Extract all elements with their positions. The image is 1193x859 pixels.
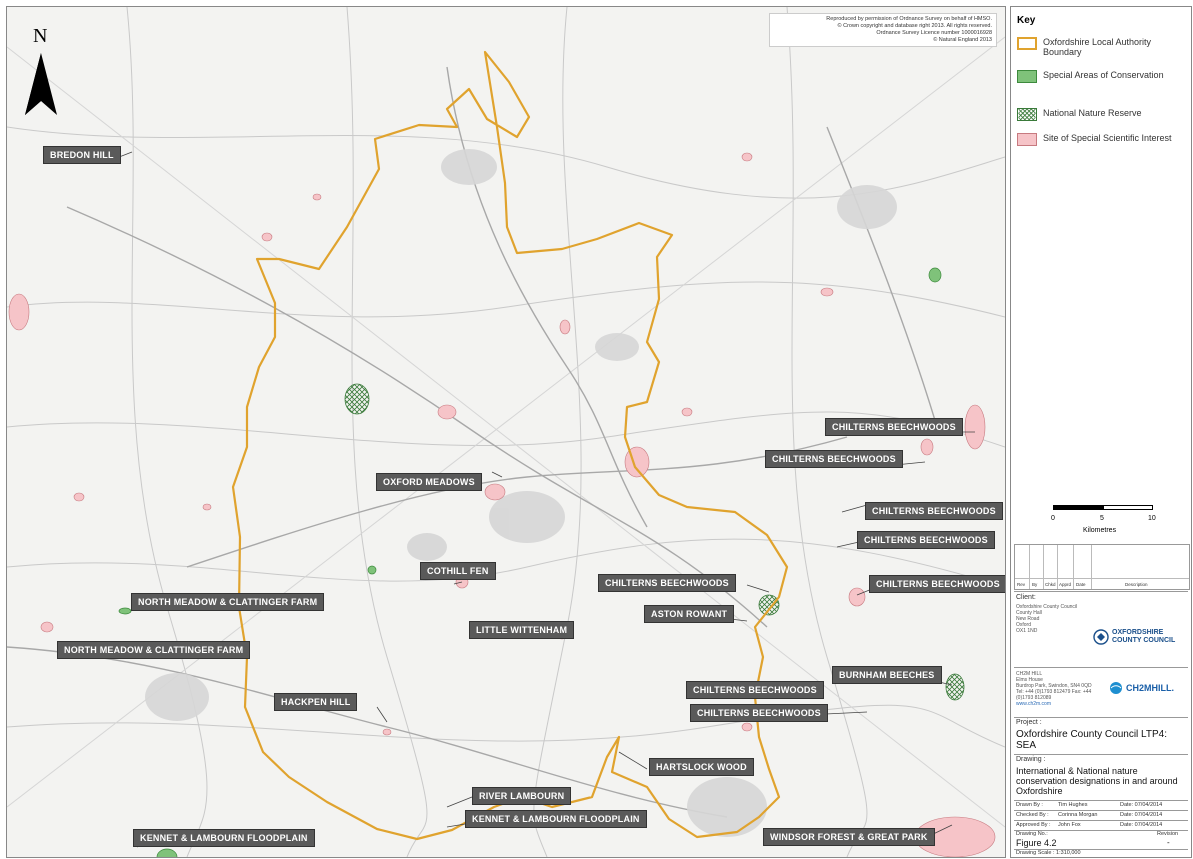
consultant-address: CH2M HILL Elms House Burdrop Park, Swind… — [1016, 671, 1092, 707]
address-line: Burdrop Park, Swindon, SN4 0QD — [1016, 683, 1092, 689]
site-label-little-wittenham[interactable]: LITTLE WITTENHAM — [469, 621, 575, 639]
site-label-chilterns-beechwoods[interactable]: CHILTERNS BEECHWOODS — [690, 704, 828, 722]
site-label-kennet-lambourn-floodplain[interactable]: KENNET & LAMBOURN FLOODPLAIN — [133, 829, 315, 847]
key-item-sac: Special Areas of Conservation — [1017, 70, 1183, 83]
drawing-scale: Drawing Scale : 1:310,000 — [1016, 850, 1081, 856]
sssi-swatch — [1017, 133, 1037, 146]
site-label-chilterns-beechwoods[interactable]: CHILTERNS BEECHWOODS — [865, 502, 1003, 520]
key-item-label: National Nature Reserve — [1043, 108, 1142, 118]
project-title: Oxfordshire County Council LTP4: SEA — [1016, 729, 1167, 751]
key-item-label: Site of Special Scientific Interest — [1043, 133, 1172, 143]
key-item-label: Special Areas of Conservation — [1043, 70, 1164, 80]
signoff-row-checked: Checked By : Corinna Morgan Date: 07/04/… — [1016, 812, 1188, 818]
site-label-oxford-meadows[interactable]: OXFORD MEADOWS — [376, 473, 482, 491]
ch2m-globe-icon — [1110, 682, 1122, 694]
client-address: Oxfordshire County Council County Hall N… — [1016, 604, 1077, 634]
scale-bar — [1053, 505, 1153, 511]
site-label-kennet-lambourn-floodplain[interactable]: KENNET & LAMBOURN FLOODPLAIN — [465, 810, 647, 828]
client-logo: OXFORDSHIRE COUNTY COUNCIL — [1093, 629, 1182, 645]
site-label-chilterns-beechwoods[interactable]: CHILTERNS BEECHWOODS — [598, 574, 736, 592]
drawing-label: Drawing : — [1016, 756, 1046, 763]
map-basemap — [7, 7, 1005, 857]
copyright-line: © Crown copyright and database right 201… — [837, 23, 992, 29]
signoff-row-approved: Approved By : John Fox Date: 07/04/2014 — [1016, 822, 1188, 828]
key-item-label: Oxfordshire Local Authority Boundary — [1043, 37, 1152, 57]
address-line: Tel: +44 (0)1793 812479 Fax: +44 — [1016, 689, 1092, 695]
signoff-name: John Fox — [1058, 822, 1081, 828]
address-line: OX1 1ND — [1016, 628, 1038, 634]
client-logo-text: OXFORDSHIRE COUNTY COUNCIL — [1112, 629, 1176, 644]
signoff-role: Drawn By : — [1016, 802, 1043, 808]
site-label-chilterns-beechwoods[interactable]: CHILTERNS BEECHWOODS — [869, 575, 1005, 593]
copyright-line: Ordnance Survey Licence number 100001692… — [876, 30, 992, 36]
site-label-north-meadow-clattinger-farm[interactable]: NORTH MEADOW & CLATTINGER FARM — [131, 593, 325, 611]
address-line: CH2M HILL — [1016, 671, 1043, 677]
key-item-sssi: Site of Special Scientific Interest — [1017, 133, 1183, 146]
scale-tick: 0 — [1051, 515, 1055, 522]
signoff-role: Approved By : — [1016, 822, 1051, 828]
signoff-role: Checked By : — [1016, 812, 1049, 818]
drawing-title: International & National nature conserva… — [1016, 766, 1178, 796]
revision-header: By — [1032, 582, 1038, 587]
key-item-boundary: Oxfordshire Local Authority Boundary — [1017, 37, 1183, 57]
signoff-date: Date: 07/04/2014 — [1120, 822, 1163, 828]
revision-header: Description — [1125, 582, 1148, 587]
revision-label: Revision — [1157, 831, 1179, 837]
copyright-line: Reproduced by permission of Ordnance Sur… — [826, 16, 992, 22]
site-label-hackpen-hill[interactable]: HACKPEN HILL — [274, 693, 358, 711]
site-label-cothill-fen[interactable]: COTHILL FEN — [420, 562, 496, 580]
address-line: New Road — [1016, 616, 1040, 622]
signoff-date: Date: 07/04/2014 — [1120, 812, 1163, 818]
key-title: Key — [1017, 15, 1036, 26]
map-title-panel: Key Oxfordshire Local Authority Boundary… — [1010, 6, 1192, 858]
scale-unit: Kilometres — [1083, 527, 1117, 534]
oxfordshire-boundary — [231, 50, 789, 841]
project-label: Project : — [1016, 719, 1042, 726]
revision-header: Apprd — [1059, 582, 1072, 587]
copyright-box: Reproduced by permission of Ordnance Sur… — [769, 13, 997, 47]
site-label-chilterns-beechwoods[interactable]: CHILTERNS BEECHWOODS — [686, 681, 824, 699]
north-arrow: N — [21, 23, 61, 123]
site-label-hartslock-wood[interactable]: HARTSLOCK WOOD — [649, 758, 754, 776]
boundary-swatch — [1017, 37, 1037, 50]
address-line: www.ch2m.com — [1016, 701, 1052, 707]
site-label-chilterns-beechwoods[interactable]: CHILTERNS BEECHWOODS — [857, 531, 995, 549]
address-line: (0)1793 812089 — [1016, 695, 1052, 701]
client-label: Client: — [1016, 594, 1036, 601]
revision-header: Chkd — [1045, 582, 1056, 587]
copyright-line: © Natural England 2013 — [933, 37, 992, 43]
nnr-swatch — [1017, 108, 1037, 121]
signoff-date: Date: 07/04/2014 — [1120, 802, 1163, 808]
signoff-name: Corinna Morgan — [1058, 812, 1098, 818]
site-label-burnham-beeches[interactable]: BURNHAM BEECHES — [832, 666, 942, 684]
site-label-bredon-hill[interactable]: BREDON HILL — [43, 146, 121, 164]
scale-tick: 10 — [1148, 515, 1156, 522]
site-label-north-meadow-clattinger-farm[interactable]: NORTH MEADOW & CLATTINGER FARM — [57, 641, 251, 659]
revision-value: - — [1167, 838, 1170, 847]
sac-swatch — [1017, 70, 1037, 83]
key-item-nnr: National Nature Reserve — [1017, 108, 1183, 121]
scale-tick: 5 — [1100, 515, 1104, 522]
site-label-river-lambourn[interactable]: RIVER LAMBOURN — [472, 787, 572, 805]
north-label: N — [33, 25, 48, 47]
revision-header: Date — [1076, 582, 1086, 587]
signoff-row-drawn: Drawn By : Tim Hughes Date: 07/04/2014 — [1016, 802, 1188, 808]
site-label-chilterns-beechwoods[interactable]: CHILTERNS BEECHWOODS — [825, 418, 963, 436]
revision-table: Rev By Chkd Apprd Date Description — [1014, 544, 1190, 590]
site-label-aston-rowant[interactable]: ASTON ROWANT — [644, 605, 735, 623]
address-line: Oxford — [1016, 622, 1032, 628]
revision-header: Rev — [1017, 582, 1026, 587]
drawing-number: Figure 4.2 — [1016, 838, 1057, 848]
address-line: Oxfordshire County Council — [1016, 604, 1078, 610]
drawing-no-label: Drawing No.: — [1016, 831, 1048, 837]
consultant-logo: CH2MHILL. — [1109, 681, 1174, 695]
address-line: Elms House — [1016, 677, 1043, 683]
site-label-chilterns-beechwoods[interactable]: CHILTERNS BEECHWOODS — [765, 450, 903, 468]
consultant-logo-text: CH2MHILL. — [1126, 683, 1174, 693]
signoff-name: Tim Hughes — [1058, 802, 1088, 808]
site-label-windsor-forest-great-park[interactable]: WINDSOR FOREST & GREAT PARK — [763, 828, 935, 846]
council-crest-icon — [1093, 629, 1109, 645]
map-canvas[interactable]: N Reproduced by permission of Ordnance S… — [6, 6, 1006, 858]
address-line: County Hall — [1016, 610, 1042, 616]
